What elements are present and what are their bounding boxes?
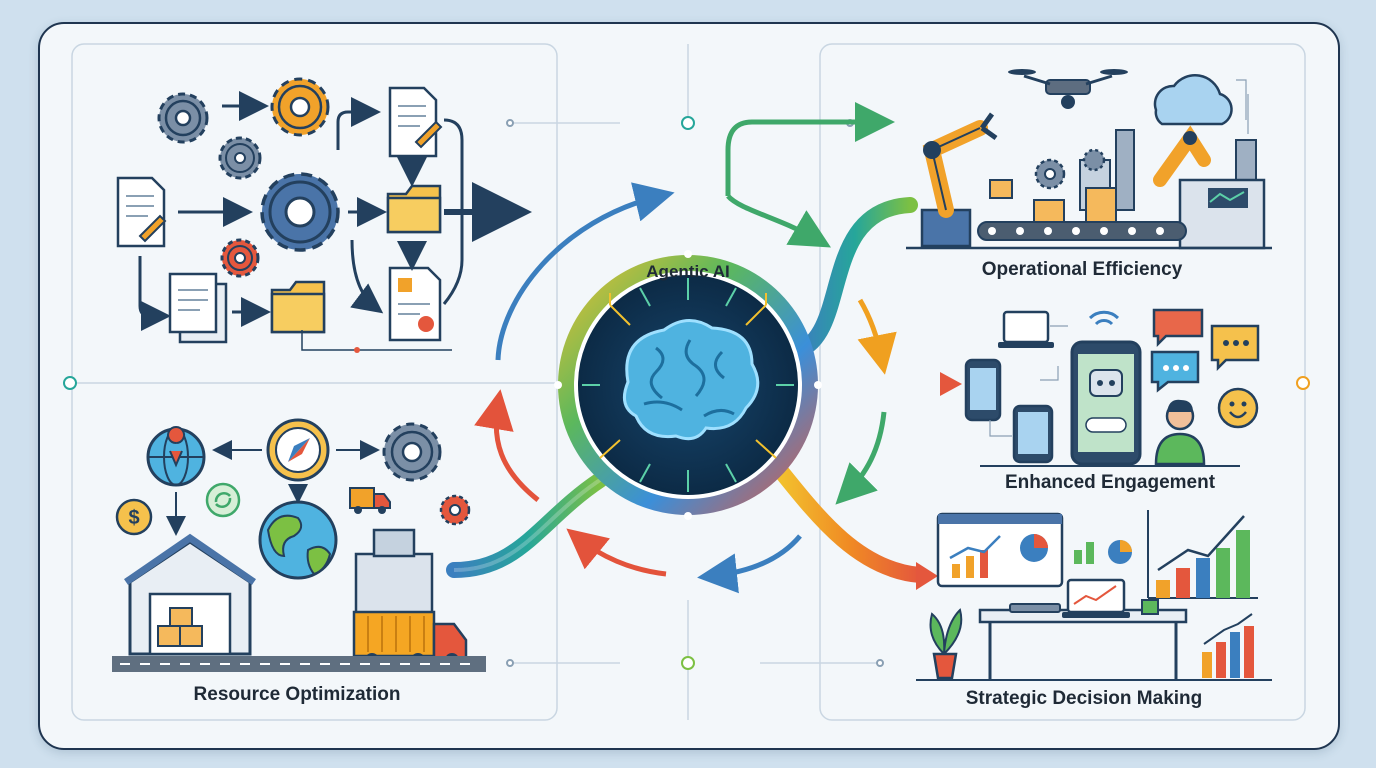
factory-icon [354, 528, 434, 616]
tablet-icon [1009, 603, 1061, 613]
conveyor-belt [977, 179, 1187, 241]
wifi-icon [1088, 310, 1120, 326]
gear-icon [220, 238, 260, 278]
label-strategic-decision-making: Strategic Decision Making [965, 688, 1203, 709]
phone-icon [964, 358, 1002, 422]
gear-icon [1034, 158, 1066, 190]
gear-icon [439, 494, 471, 526]
gear-icon [382, 422, 442, 482]
gear-icon [270, 77, 330, 137]
factory-icon [1079, 129, 1266, 250]
document-icon [116, 176, 167, 248]
road [112, 656, 486, 672]
gear-icon [157, 92, 209, 144]
label-enhanced-engagement: Enhanced Engagement [1004, 472, 1216, 493]
label-resource-optimization: Resource Optimization [193, 684, 401, 705]
connector-lines [989, 79, 1249, 437]
folder-icon [386, 184, 442, 234]
emoji-icon [1217, 387, 1259, 429]
document-icon [168, 272, 228, 344]
gear-icon [1082, 148, 1106, 172]
warehouse-icon [124, 533, 256, 656]
drone-icon [1008, 69, 1128, 109]
document-icon [388, 266, 442, 342]
workflow-cluster [116, 77, 532, 353]
truck-icon [349, 487, 391, 514]
phone-icon [1012, 404, 1054, 464]
dashboard-chart-icon [1074, 540, 1132, 564]
cloud-icon [1153, 74, 1233, 126]
laptop-icon [998, 310, 1054, 348]
gear-icon [218, 136, 262, 180]
label-operational-efficiency: Operational Efficiency [981, 259, 1183, 280]
gear-icon [260, 172, 340, 252]
dashboard-chart-icon [936, 512, 1064, 588]
connector-nodes [63, 116, 1310, 670]
laptop-icon [1062, 578, 1130, 618]
resource-cluster: $ [112, 418, 486, 672]
dashboard-chart-icon [1202, 613, 1254, 678]
recycle-icon [205, 482, 241, 518]
svg-text:$: $ [128, 507, 139, 529]
avatar [1154, 399, 1206, 466]
chat-bubble-icon [1150, 308, 1260, 393]
center-connectors [446, 102, 962, 594]
document-icon [388, 86, 443, 158]
globe-icon [146, 426, 206, 487]
plant-icon [929, 608, 963, 680]
robot-arm-icon [920, 112, 1211, 248]
strategic-decision-illustration [916, 510, 1272, 681]
desk [978, 608, 1188, 680]
brain-icon [622, 319, 760, 441]
operational-efficiency-illustration [906, 69, 1272, 250]
chatbot-icon [1070, 340, 1142, 466]
center-title: Agentic AI [646, 262, 730, 281]
compass-icon [266, 418, 330, 482]
mug-icon [1141, 599, 1159, 615]
dashboard-chart-icon [1147, 510, 1258, 599]
dollar-icon: $ [115, 498, 153, 536]
agentic-ai-hub [554, 250, 822, 520]
enhanced-engagement-illustration [964, 308, 1260, 467]
folder-icon [270, 280, 326, 334]
